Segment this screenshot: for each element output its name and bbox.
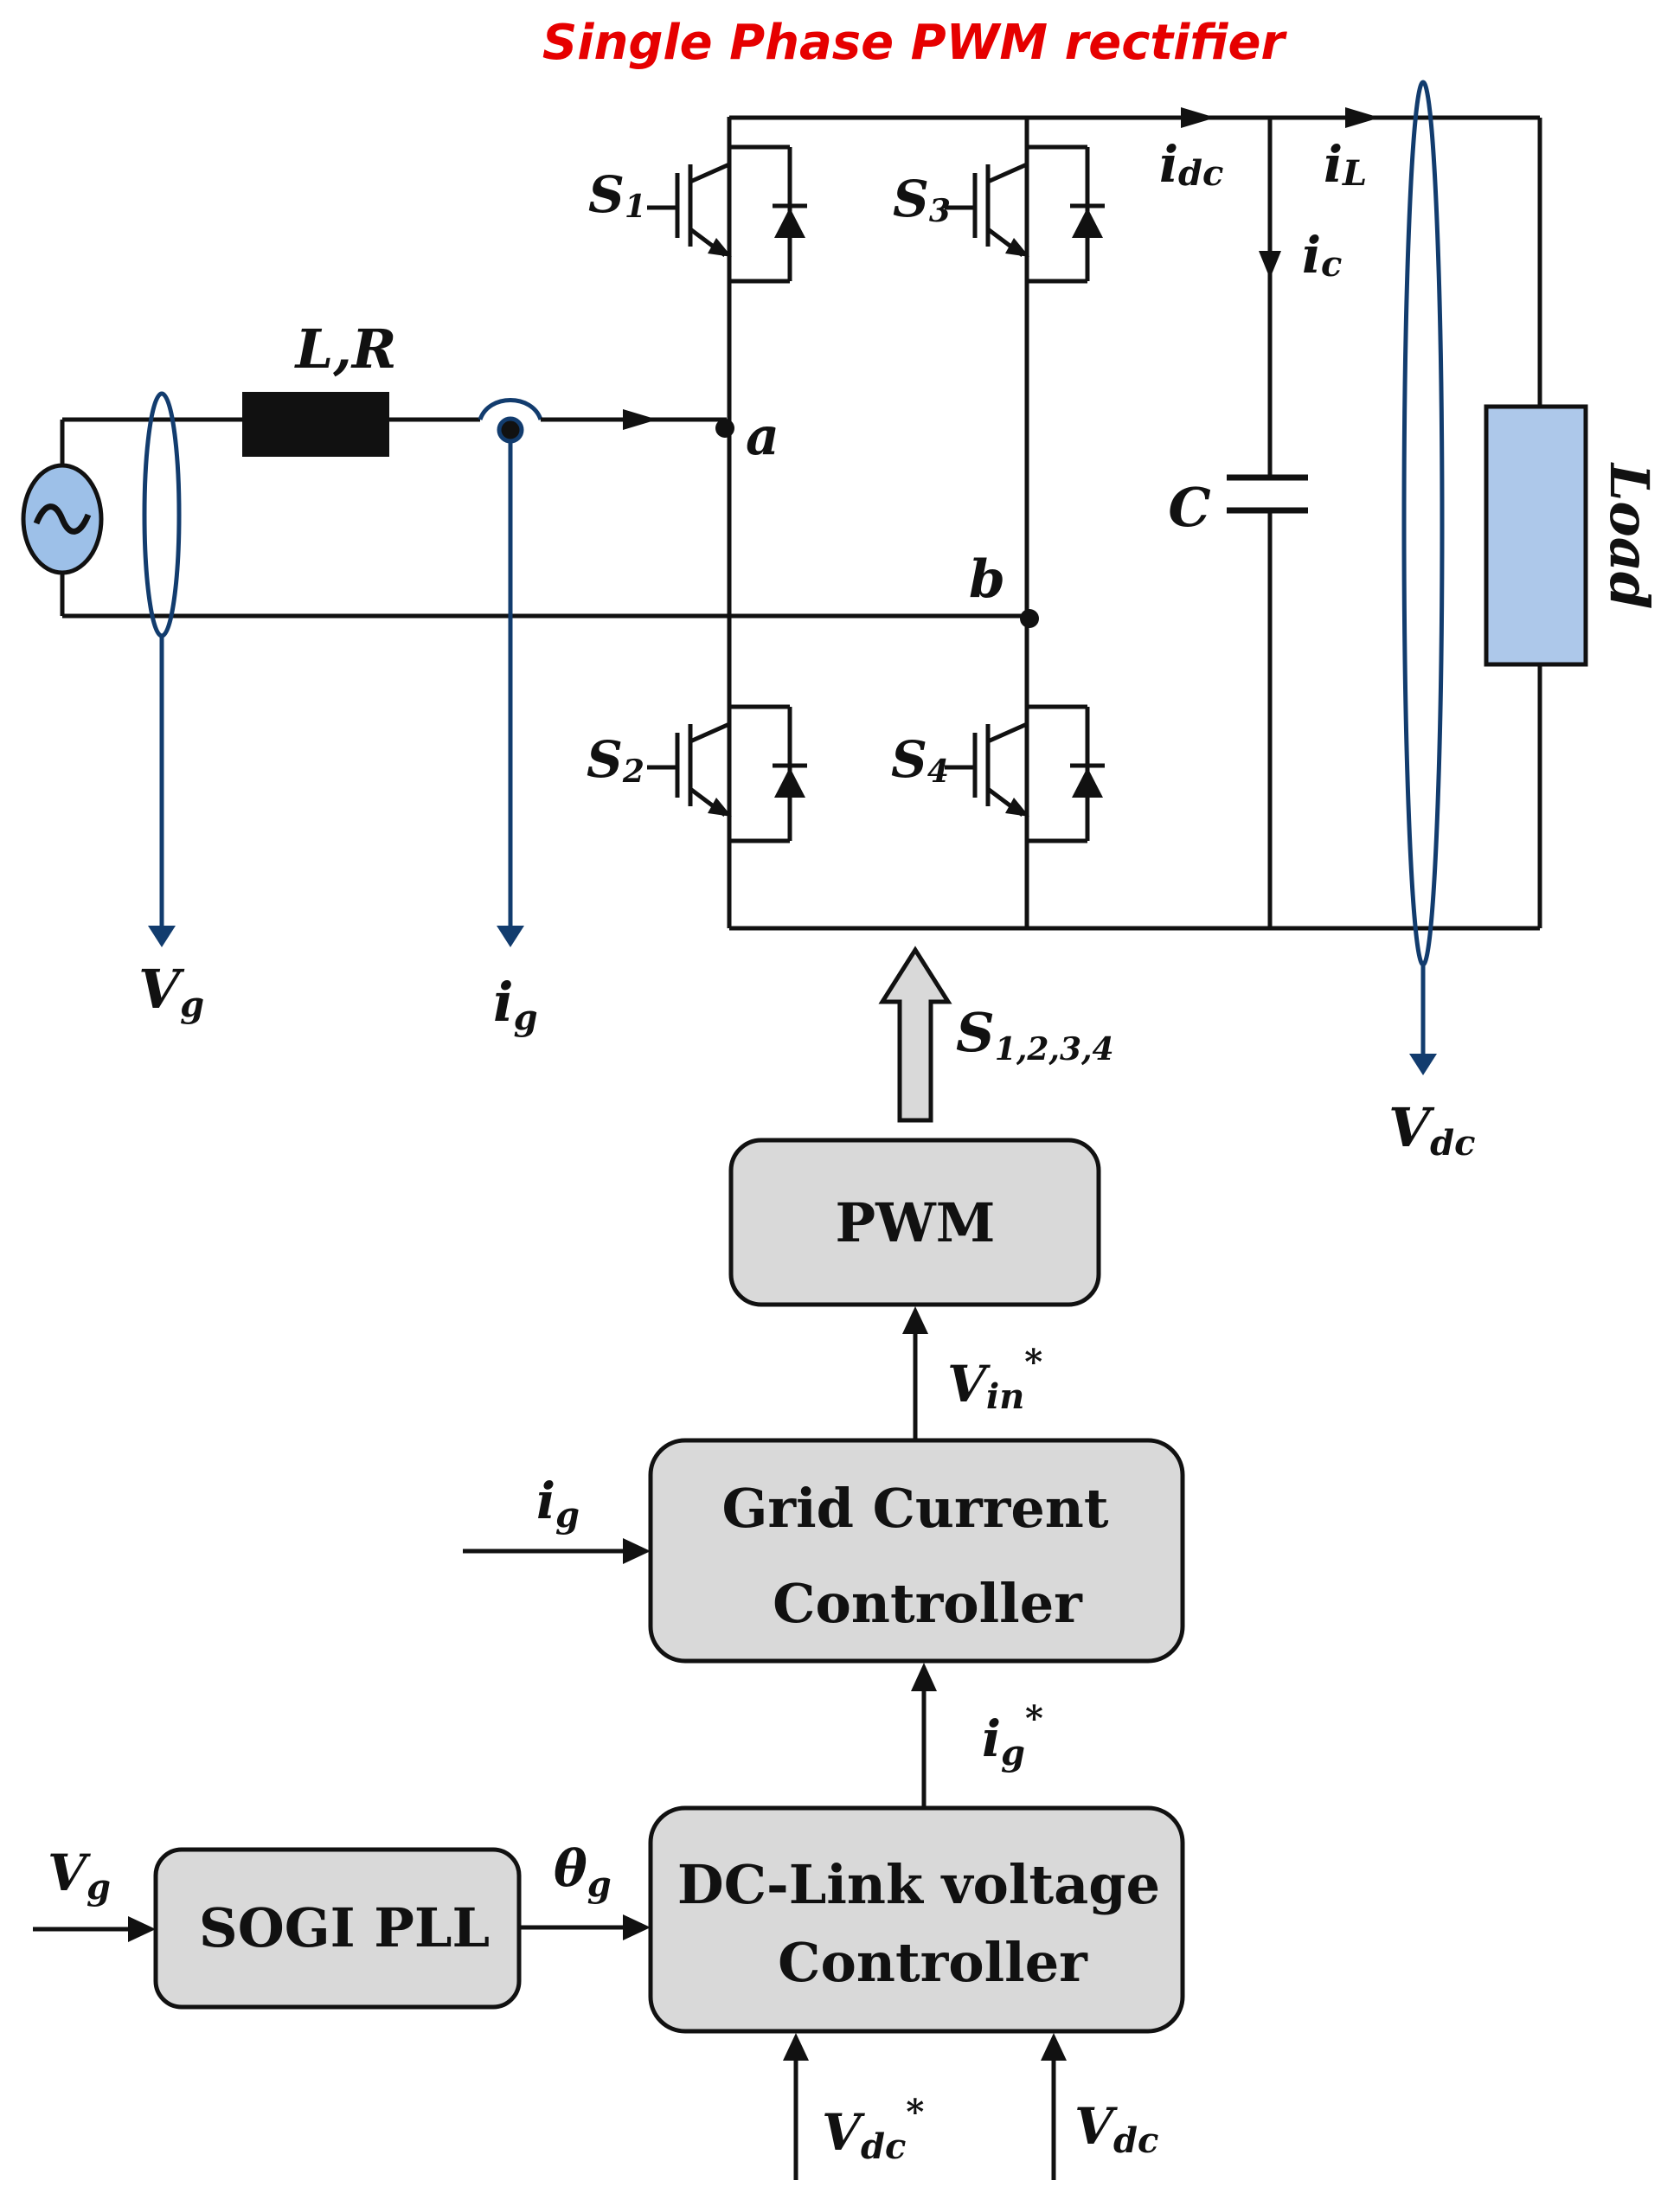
ic-label: ic — [1302, 226, 1342, 285]
grid-current-line1: Grid Current — [721, 1477, 1108, 1540]
node-a-label: a — [746, 407, 779, 467]
ig-ref-label: ig* — [982, 1698, 1043, 1773]
vg-sensor — [142, 391, 182, 638]
s4-label: S4 — [891, 730, 949, 790]
s1-label: S1 — [588, 165, 646, 225]
vg-input-label: Vg — [48, 1844, 111, 1908]
gate-signal-label: S1,2,3,4 — [956, 1001, 1114, 1068]
current-sensor — [497, 416, 524, 444]
grid-current-controller[interactable] — [648, 1438, 1185, 1664]
grid-current-line2: Controller — [773, 1572, 1083, 1635]
diagram-title: Single Phase PWM rectifier — [542, 15, 1288, 71]
vg-output-label: Vg — [138, 958, 204, 1025]
s2-label: S2 — [587, 730, 644, 790]
vdc-sensor — [1401, 80, 1445, 967]
node-b-label: b — [969, 549, 1005, 610]
pwm-label: PWM — [836, 1191, 996, 1254]
inductor — [242, 392, 389, 457]
pwm-block[interactable] — [728, 1138, 1101, 1307]
dc-link-controller[interactable] — [648, 1805, 1185, 2034]
dc-link-line2: Controller — [778, 1931, 1088, 1994]
vin-ref-label: Vin* — [947, 1342, 1042, 1417]
vdc-ref-label: Vdc* — [822, 2092, 924, 2167]
vdc-input-label: Vdc — [1074, 2097, 1158, 2161]
iL-label: iL — [1324, 135, 1367, 194]
dc-link-line1: DC-Link voltage — [677, 1853, 1160, 1916]
inductor-label: L,R — [294, 317, 397, 381]
sogi-pll-label: SOGI PLL — [199, 1896, 490, 1959]
theta-label: θg — [554, 1839, 612, 1905]
ig-input-label: ig — [536, 1472, 580, 1536]
load-label: Load — [1598, 462, 1661, 609]
vdc-output-label: Vdc — [1388, 1096, 1475, 1164]
ig-output-label: ig — [493, 971, 538, 1038]
gate-signal-arrow — [878, 946, 952, 1123]
capacitor-label: C — [1168, 476, 1210, 539]
s3-label: S3 — [893, 170, 951, 229]
load — [1484, 404, 1588, 667]
idc-label: idc — [1159, 135, 1223, 194]
